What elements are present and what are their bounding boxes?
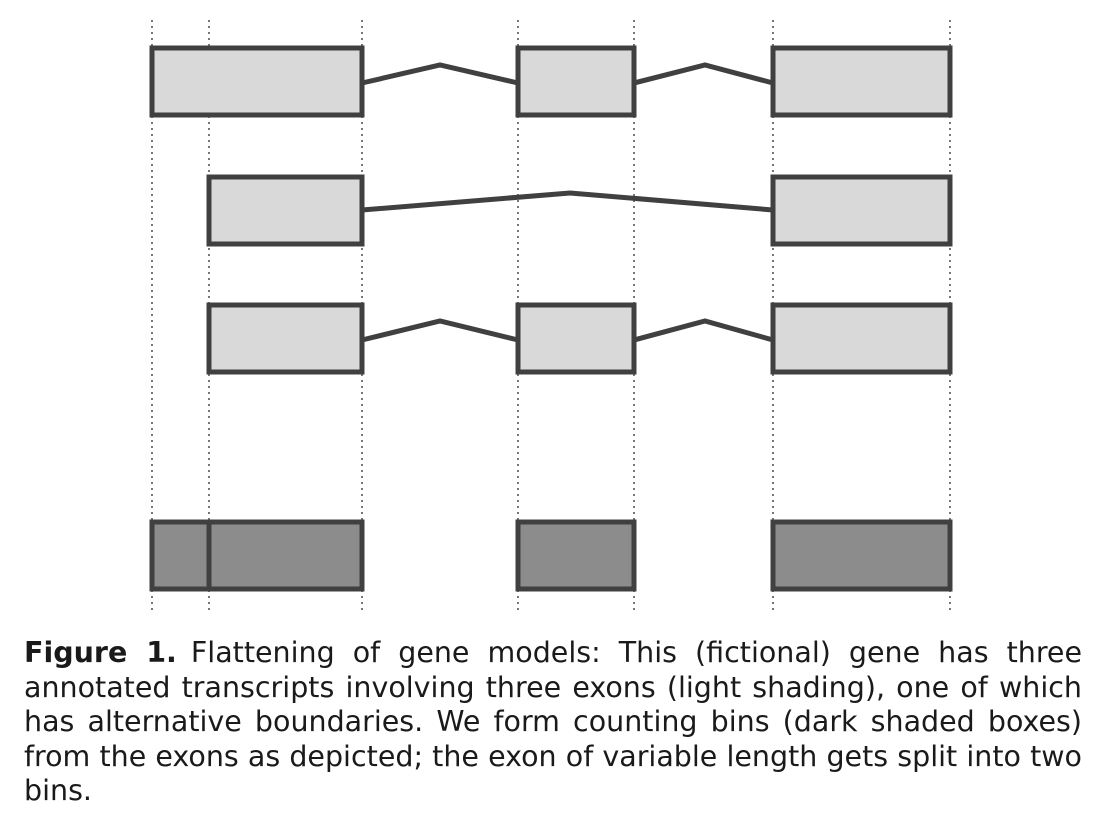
figure-caption: Figure 1.Flattening of gene models: This… (24, 636, 1082, 809)
transcript-3 (206, 302, 953, 375)
gene-model-diagram (149, 20, 953, 614)
transcript-2 (206, 174, 953, 247)
counting-bins (149, 519, 953, 592)
bin-2 (515, 519, 637, 592)
transcript-1 (149, 45, 953, 118)
intron-2-3 (633, 318, 774, 343)
exon-1-short (206, 174, 365, 247)
intron-2-3 (633, 62, 774, 86)
exon-3 (770, 302, 953, 375)
exon-2 (515, 45, 637, 118)
bin-1b (206, 519, 365, 592)
bin-1a (149, 519, 212, 592)
exon-3 (770, 174, 953, 247)
exon-1-long (149, 45, 365, 118)
figure-label: Figure 1. (24, 636, 177, 669)
exon-3 (770, 45, 953, 118)
intron-1-2 (361, 62, 519, 86)
bin-3 (770, 519, 953, 592)
intron-1-3 (361, 190, 774, 213)
intron-1-2 (361, 318, 519, 343)
caption-text: Flattening of gene models: This (fiction… (24, 636, 1082, 807)
exon-1-short (206, 302, 365, 375)
exon-2 (515, 302, 637, 375)
